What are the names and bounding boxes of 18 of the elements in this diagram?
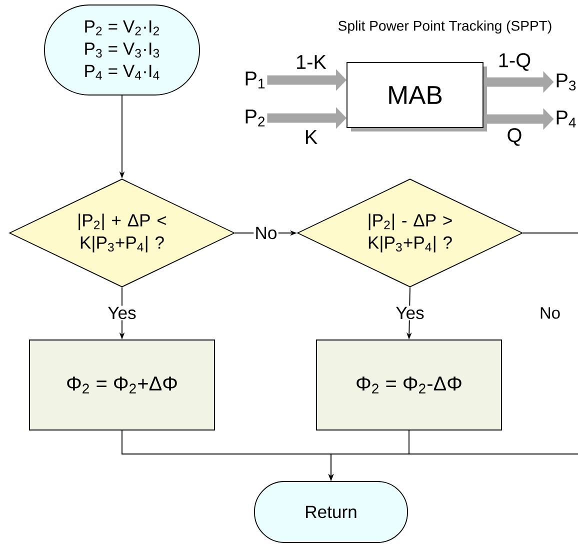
edge-label: 1-K (297, 55, 326, 69)
signal-label: P$_{3}$ (556, 74, 576, 90)
signal-label: P$_{1}$ (246, 72, 265, 88)
terminal-box: Return (254, 481, 408, 543)
block-box: MAB (346, 62, 484, 128)
signal-label: P$_{4}$ (556, 110, 576, 128)
signal-label: P$_{2}$ (246, 110, 265, 126)
terminal-box: P$_{2}$ = V$_{2}$·I$_{2}$ P$_{3}$ = V$_{3}$·I$_{3}$ P$_{4}$ = V$_{4}$·I$_{4}$ (44, 4, 200, 96)
edge-label: No (254, 226, 278, 240)
process-box: Φ$_{2}$ = Φ$_{2}$+ΔΦ (29, 340, 215, 430)
process-box: Φ$_{2}$ = Φ$_{2}$-ΔΦ (316, 340, 502, 430)
edge-label: Yes (394, 306, 426, 320)
edge-label: Yes (106, 306, 138, 320)
edge-label: No (540, 307, 560, 319)
edge-label: Q (508, 128, 522, 146)
edge-label: 1-Q (499, 53, 530, 71)
edge-label: K (306, 130, 318, 144)
title: Split Power Point Tracking (SPPT) (338, 20, 552, 34)
